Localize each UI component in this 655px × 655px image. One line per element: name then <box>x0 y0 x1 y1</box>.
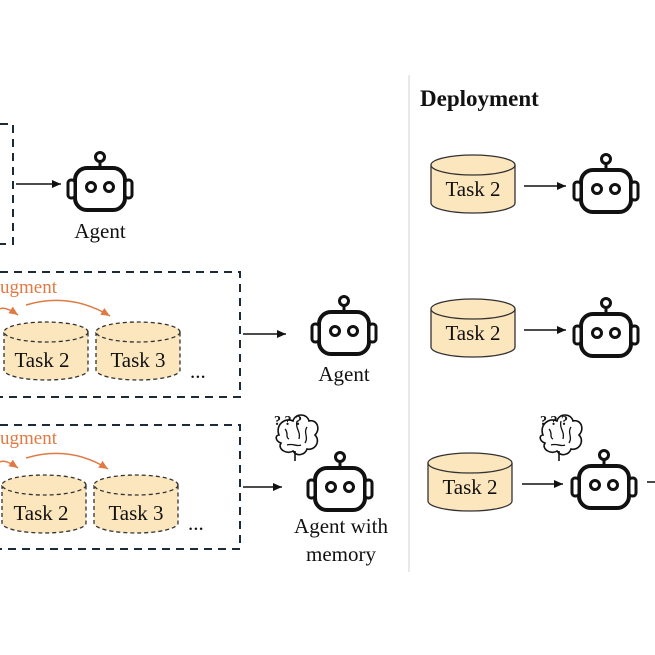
task-cylinder-deploy-1: Task 2 <box>430 154 516 214</box>
task-label: Task 3 <box>108 501 163 525</box>
task-label: Task 2 <box>14 348 69 372</box>
augment-arrow-4 <box>25 452 109 470</box>
dashed-box-row-2 <box>0 271 241 398</box>
thinking-marks-right: ? ? ? <box>540 414 568 429</box>
agent-label-row-2: Agent <box>318 362 369 386</box>
task-cylinder-row-3-b: Task 3 <box>93 474 179 534</box>
task-label: Task 2 <box>13 501 68 525</box>
dashed-box-row-1 <box>0 123 14 245</box>
deploy-row-3: Task 2 ? ? ? <box>427 414 655 512</box>
left-row-1: Agent <box>0 123 134 245</box>
thinking-marks-left: ? ? ? <box>274 414 302 429</box>
robot-icon <box>572 296 640 358</box>
robot-icon <box>310 294 378 356</box>
augment-label-row-3: ugment <box>0 428 58 449</box>
task-cylinder-row-2-a: Task 2 <box>3 321 89 381</box>
augment-arrow-2 <box>25 299 111 317</box>
task-label: Task 3 <box>110 348 165 372</box>
task-cylinder-row-3-a: Task 2 <box>1 474 87 534</box>
ellipsis-row-2: ... <box>190 359 206 383</box>
deployment-title: Deployment <box>420 86 539 111</box>
task-cylinder-deploy-3: Task 2 <box>427 452 513 512</box>
dashed-box-row-3 <box>0 424 241 550</box>
task-cylinder-row-2-b: Task 3 <box>95 321 181 381</box>
task-label: Task 2 <box>442 475 497 499</box>
augment-arrow-1 <box>0 306 19 316</box>
agent-label-row-3-line2: memory <box>306 542 376 566</box>
deploy-row-1: Task 2 <box>430 152 640 214</box>
task-cylinder-deploy-2: Task 2 <box>430 298 516 358</box>
augment-arrow-3 <box>0 459 19 469</box>
agent-label-row-3-line1: Agent with <box>294 514 388 538</box>
agent-label-row-1: Agent <box>74 219 125 243</box>
left-row-3: ugment Task 2 Task 3 ... ? ? ? Agent wit… <box>0 414 388 566</box>
robot-icon <box>66 150 134 212</box>
ellipsis-row-3: ... <box>188 511 204 535</box>
deploy-row-2: Task 2 <box>430 296 640 358</box>
task-label: Task 2 <box>445 321 500 345</box>
augment-label-row-2: ugment <box>0 277 58 298</box>
robot-icon <box>306 450 374 512</box>
robot-icon <box>570 448 638 510</box>
robot-icon <box>572 152 640 214</box>
left-row-2: ugment Task 2 Task 3 ... Agent <box>0 271 378 398</box>
task-label: Task 2 <box>445 177 500 201</box>
